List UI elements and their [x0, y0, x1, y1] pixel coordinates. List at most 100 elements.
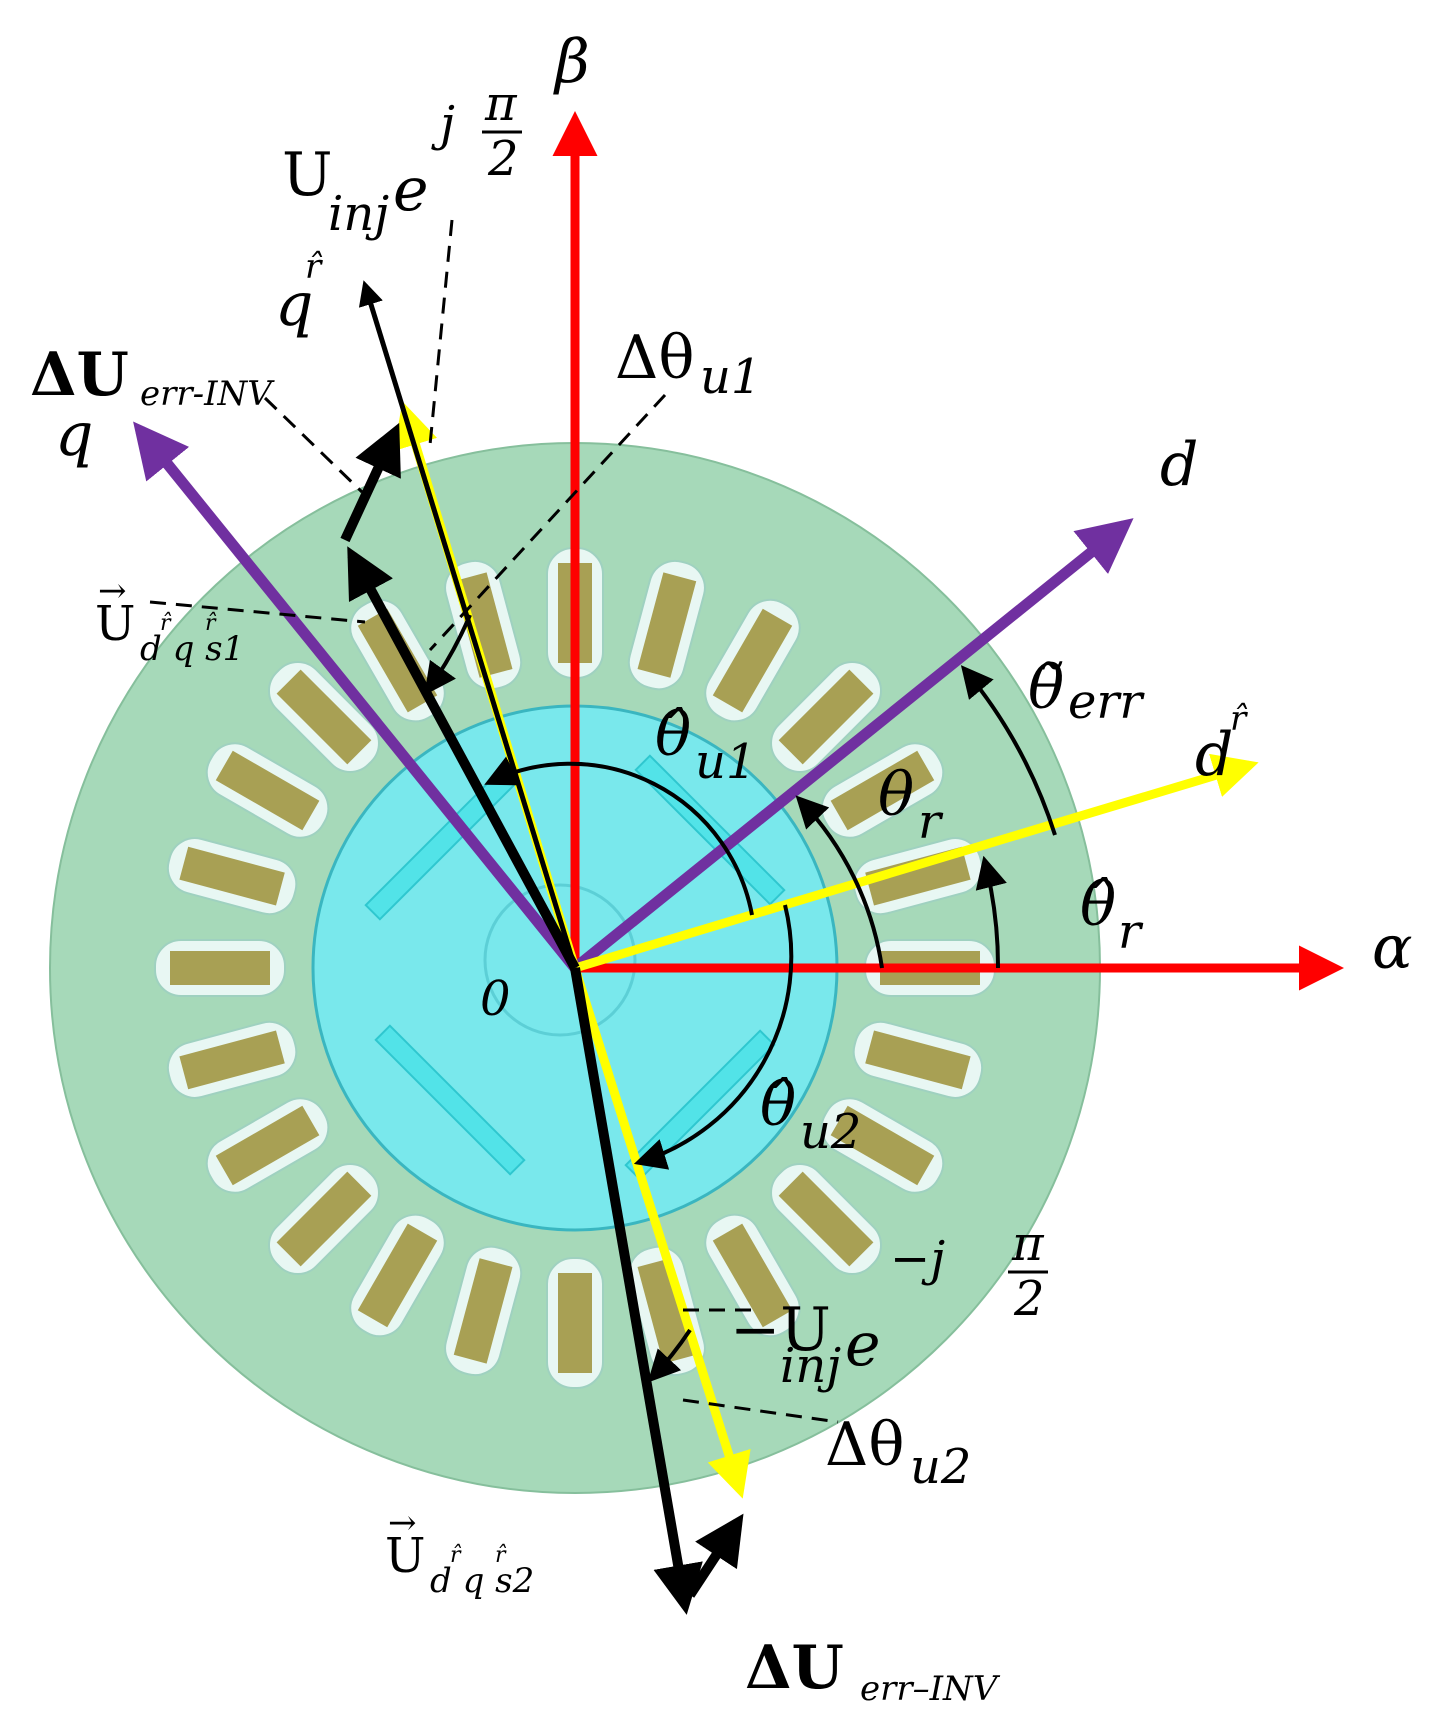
stator-slot: [852, 1020, 984, 1099]
q-hat-axis: [358, 280, 578, 969]
svg-text:→: →: [98, 571, 127, 611]
svg-text:u2: u2: [800, 1104, 861, 1160]
svg-text:θ: θ: [878, 760, 914, 830]
u-s1-label: U → d q s1 r̂ r̂: [95, 571, 244, 669]
svg-text:q: q: [275, 270, 313, 340]
stator-slot: [546, 1257, 604, 1389]
svg-text:inj: inj: [328, 186, 389, 242]
theta-err-label: θ̃ err: [1028, 653, 1145, 730]
svg-text:→: →: [388, 1503, 417, 1543]
theta-r-hat-label: θ̂ r: [1080, 870, 1144, 960]
stator-slot: [267, 1163, 380, 1276]
svg-text:−U: −U: [730, 1295, 831, 1365]
delta-u-err-top-vector: [340, 422, 401, 543]
delta-u-err-bottom-vector: [685, 1513, 744, 1598]
theta-r-arc: [795, 795, 884, 969]
svg-text:U: U: [95, 596, 135, 652]
u-inj-neg-label: −U inj e −j π 2: [730, 1216, 1048, 1394]
theta-r-hat-arc: [975, 855, 1007, 969]
svg-text:err–INV: err–INV: [860, 1669, 1001, 1709]
stator-slot: [349, 1213, 446, 1338]
svg-text:u1: u1: [695, 734, 756, 790]
svg-text:θ̂: θ̂: [1080, 870, 1116, 940]
svg-text:r: r: [918, 794, 944, 850]
svg-text:e: e: [845, 1310, 881, 1380]
d-axis: [571, 518, 1134, 973]
svg-text:ΔU: ΔU: [745, 1633, 844, 1703]
theta-u2-arc: [633, 904, 794, 1170]
svg-text:−j: −j: [890, 1231, 945, 1287]
svg-text:U: U: [385, 1528, 425, 1584]
stator-slot: [166, 837, 298, 916]
svg-text:inj: inj: [780, 1338, 841, 1394]
q-hat-label: q r̂: [275, 247, 323, 340]
d-hat-label: d r̂: [1195, 699, 1248, 790]
stator-slot: [704, 598, 801, 723]
stator-slot: [704, 1213, 801, 1338]
stator-slot: [444, 1245, 523, 1377]
leader-lines: [149, 219, 839, 1424]
u-s1-vector: [347, 546, 580, 971]
svg-text:ΔU: ΔU: [30, 340, 129, 410]
svg-text:r̂: r̂: [205, 611, 217, 636]
stator-slot: [267, 660, 380, 773]
u-s2-vector: [570, 967, 703, 1615]
stator-slot: [820, 1097, 945, 1194]
theta-r-label: θ r: [878, 760, 944, 850]
svg-text:u2: u2: [910, 1439, 971, 1495]
svg-text:d q s1: d q s1: [140, 629, 244, 669]
d-hat-axis: [573, 753, 1259, 973]
svg-text:Δθ: Δθ: [825, 1410, 904, 1480]
svg-text:r̂: r̂: [1230, 699, 1248, 739]
alpha-label: α: [1372, 913, 1413, 983]
svg-text:π: π: [484, 76, 518, 132]
delta-u-err-top-label: ΔU err-INV: [30, 340, 275, 414]
theta-err-arc: [960, 665, 1057, 836]
q-axis: [133, 421, 580, 972]
svg-text:θ̃: θ̃: [1028, 653, 1064, 723]
svg-text:err: err: [1068, 674, 1145, 730]
stator-slot: [166, 1020, 298, 1099]
theta-u1-arc: [484, 756, 754, 916]
delta-theta-u2-arc: [647, 1328, 692, 1383]
svg-text:u1: u1: [700, 349, 761, 405]
svg-text:r̂: r̂: [305, 247, 323, 287]
svg-text:2: 2: [487, 131, 519, 187]
delta-theta-u1-label: Δθ u1: [615, 323, 761, 405]
delta-u-err-bottom-label: ΔU err–INV: [745, 1633, 1001, 1709]
theta-u2-label: θ̂ u2: [760, 1070, 861, 1160]
svg-text:U: U: [282, 140, 333, 210]
svg-text:θ̂: θ̂: [760, 1070, 796, 1140]
svg-text:r̂: r̂: [450, 1543, 462, 1568]
u-s2-label: U → d q s2 r̂ r̂: [385, 1503, 534, 1601]
stator-slot: [627, 559, 706, 691]
delta-theta-u1-arc: [424, 614, 472, 696]
u-inj-pos-label: U inj e j π 2: [282, 76, 522, 242]
rotor-hub: [483, 883, 637, 1037]
angle-arcs: [424, 614, 1057, 1383]
svg-text:θ̂: θ̂: [655, 700, 691, 770]
stator-slot: [205, 1097, 330, 1194]
svg-text:d q s2: d q s2: [430, 1561, 534, 1601]
svg-text:2: 2: [1013, 1271, 1045, 1327]
svg-text:j: j: [431, 96, 455, 152]
stator-slot: [627, 1245, 706, 1377]
svg-text:e: e: [393, 155, 429, 225]
svg-text:r: r: [1118, 904, 1144, 960]
svg-text:Δθ: Δθ: [615, 323, 694, 393]
d-label: d: [1160, 430, 1198, 500]
svg-text:r̂: r̂: [495, 1543, 507, 1568]
svg-text:r̂: r̂: [160, 611, 172, 636]
theta-u1-label: θ̂ u1: [655, 700, 756, 790]
stator-slot: [154, 939, 286, 997]
stator-slot: [820, 742, 945, 839]
delta-theta-u2-label: Δθ u2: [825, 1410, 971, 1495]
beta-label: β: [553, 27, 590, 97]
svg-text:err-INV: err-INV: [140, 374, 275, 414]
stator-slot: [770, 1163, 883, 1276]
svg-text:π: π: [1011, 1216, 1045, 1272]
stator-slot: [205, 742, 330, 839]
q-label: q: [55, 400, 93, 470]
stator-slot: [770, 660, 883, 773]
